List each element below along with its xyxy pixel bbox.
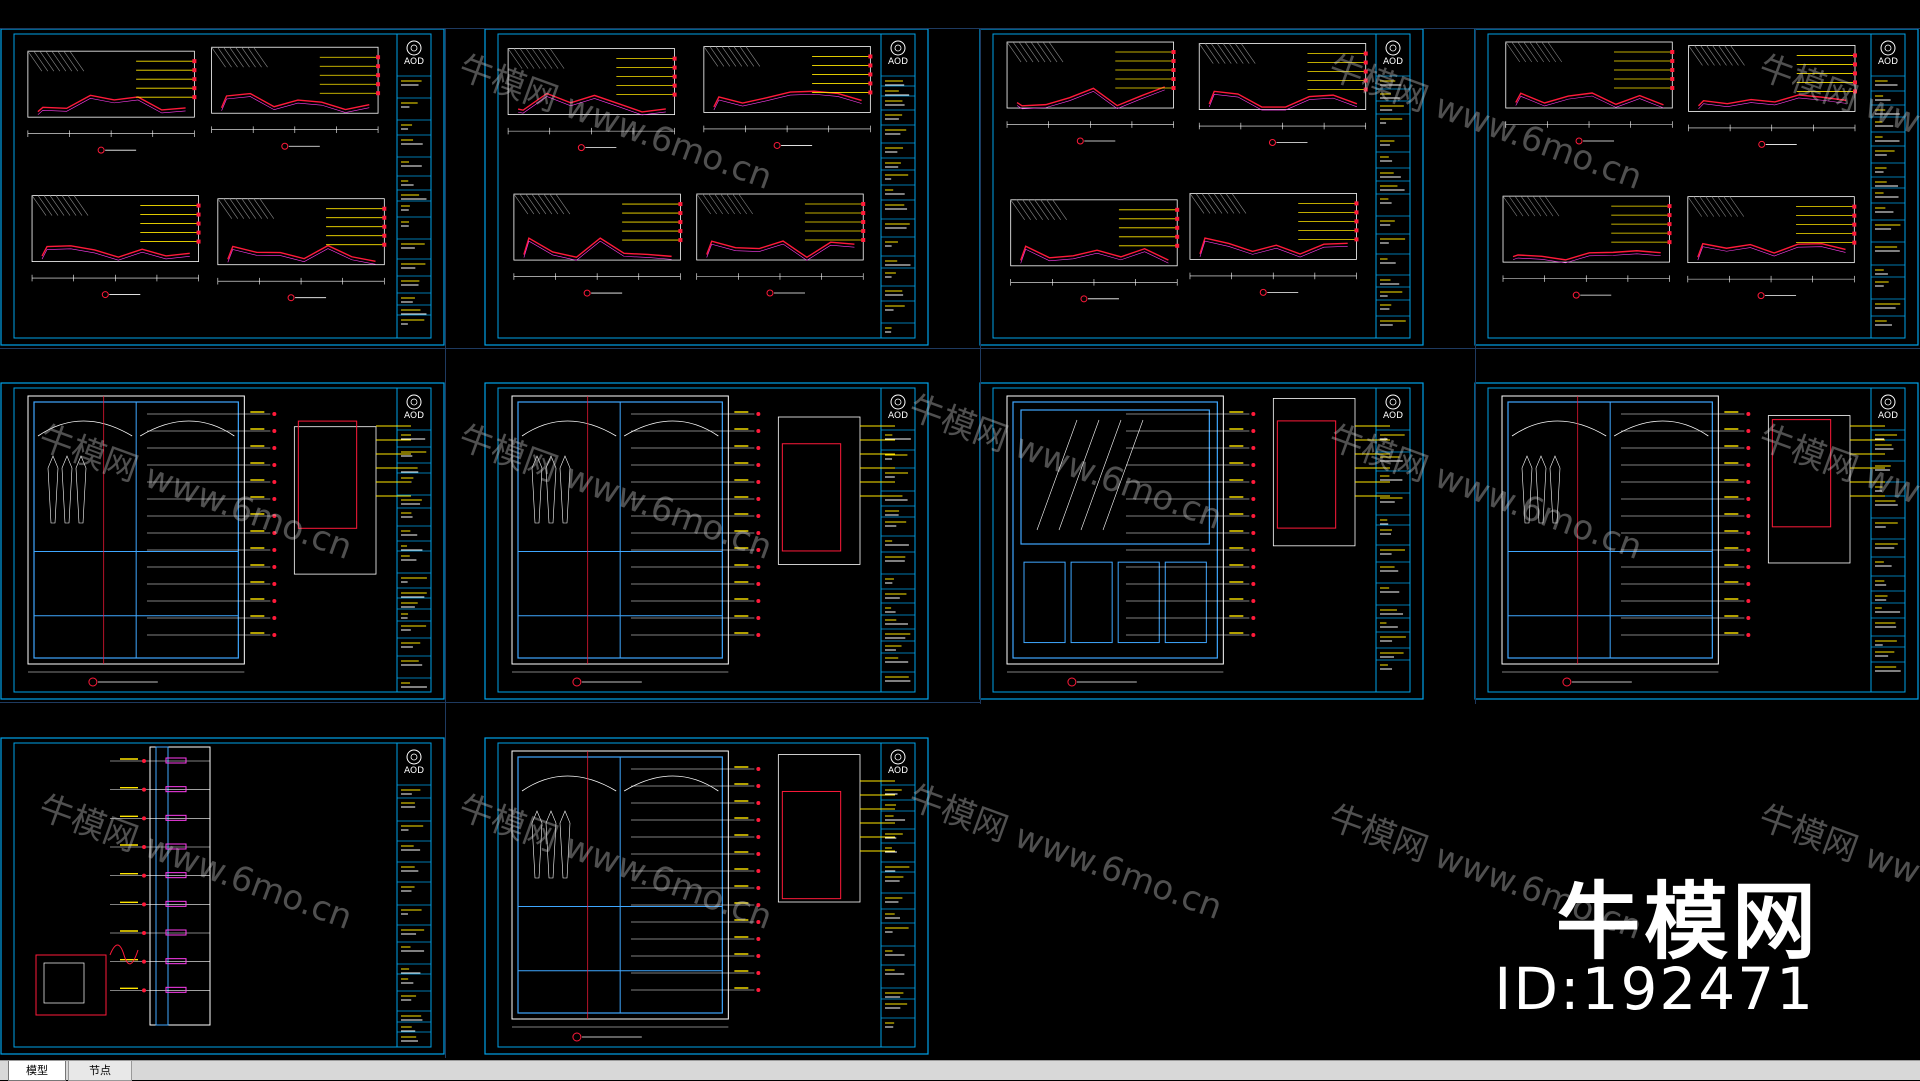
company-logo-text: AOD <box>404 766 424 776</box>
company-logo-text: AOD <box>1383 57 1403 67</box>
sheet-separator <box>0 348 1920 349</box>
company-logo-text: AOD <box>1878 411 1898 421</box>
company-logo-icon <box>406 40 422 56</box>
tab-model[interactable]: 模型 <box>8 1061 66 1081</box>
sheet-5[interactable]: AOD <box>0 382 445 700</box>
company-logo-text: AOD <box>1383 411 1403 421</box>
watermark-text: 牛模网 www.6mo.cn <box>903 777 1228 928</box>
company-logo-text: AOD <box>888 766 908 776</box>
sheet-1[interactable]: AOD <box>0 28 445 346</box>
company-logo-icon <box>1880 394 1896 410</box>
sheet-separator <box>980 28 981 704</box>
company-logo-icon <box>890 40 906 56</box>
sheet-separator <box>0 28 1920 29</box>
sheet-8[interactable]: AOD <box>1474 382 1919 700</box>
company-logo-icon <box>1385 40 1401 56</box>
sheet-4[interactable]: AOD <box>1474 28 1919 346</box>
sheet-2[interactable]: AOD <box>484 28 929 346</box>
company-logo-icon <box>1385 394 1401 410</box>
company-logo-text: AOD <box>404 57 424 67</box>
resource-id-watermark: ID:192471 <box>1494 955 1815 1023</box>
company-logo-icon <box>890 394 906 410</box>
company-logo-icon <box>406 749 422 765</box>
sheet-3[interactable]: AOD <box>979 28 1424 346</box>
company-logo-text: AOD <box>1878 57 1898 67</box>
company-logo-icon <box>1880 40 1896 56</box>
sheet-7[interactable]: AOD <box>979 382 1424 700</box>
company-logo-text: AOD <box>888 57 908 67</box>
tab-node[interactable]: 节点 <box>68 1061 132 1081</box>
sheet-separator <box>0 702 980 703</box>
sheet-separator <box>445 28 446 1058</box>
company-logo-text: AOD <box>404 411 424 421</box>
company-logo-text: AOD <box>888 411 908 421</box>
sheet-10[interactable]: AOD <box>484 737 929 1055</box>
company-logo-icon <box>890 749 906 765</box>
company-logo-icon <box>406 394 422 410</box>
layout-tab-bar: 模型 节点 <box>0 1060 1920 1081</box>
brand-watermark: 牛模网 <box>1555 873 1820 971</box>
sheet-9[interactable]: AOD <box>0 737 445 1055</box>
sheet-6[interactable]: AOD <box>484 382 929 700</box>
sheet-separator <box>1475 28 1476 704</box>
